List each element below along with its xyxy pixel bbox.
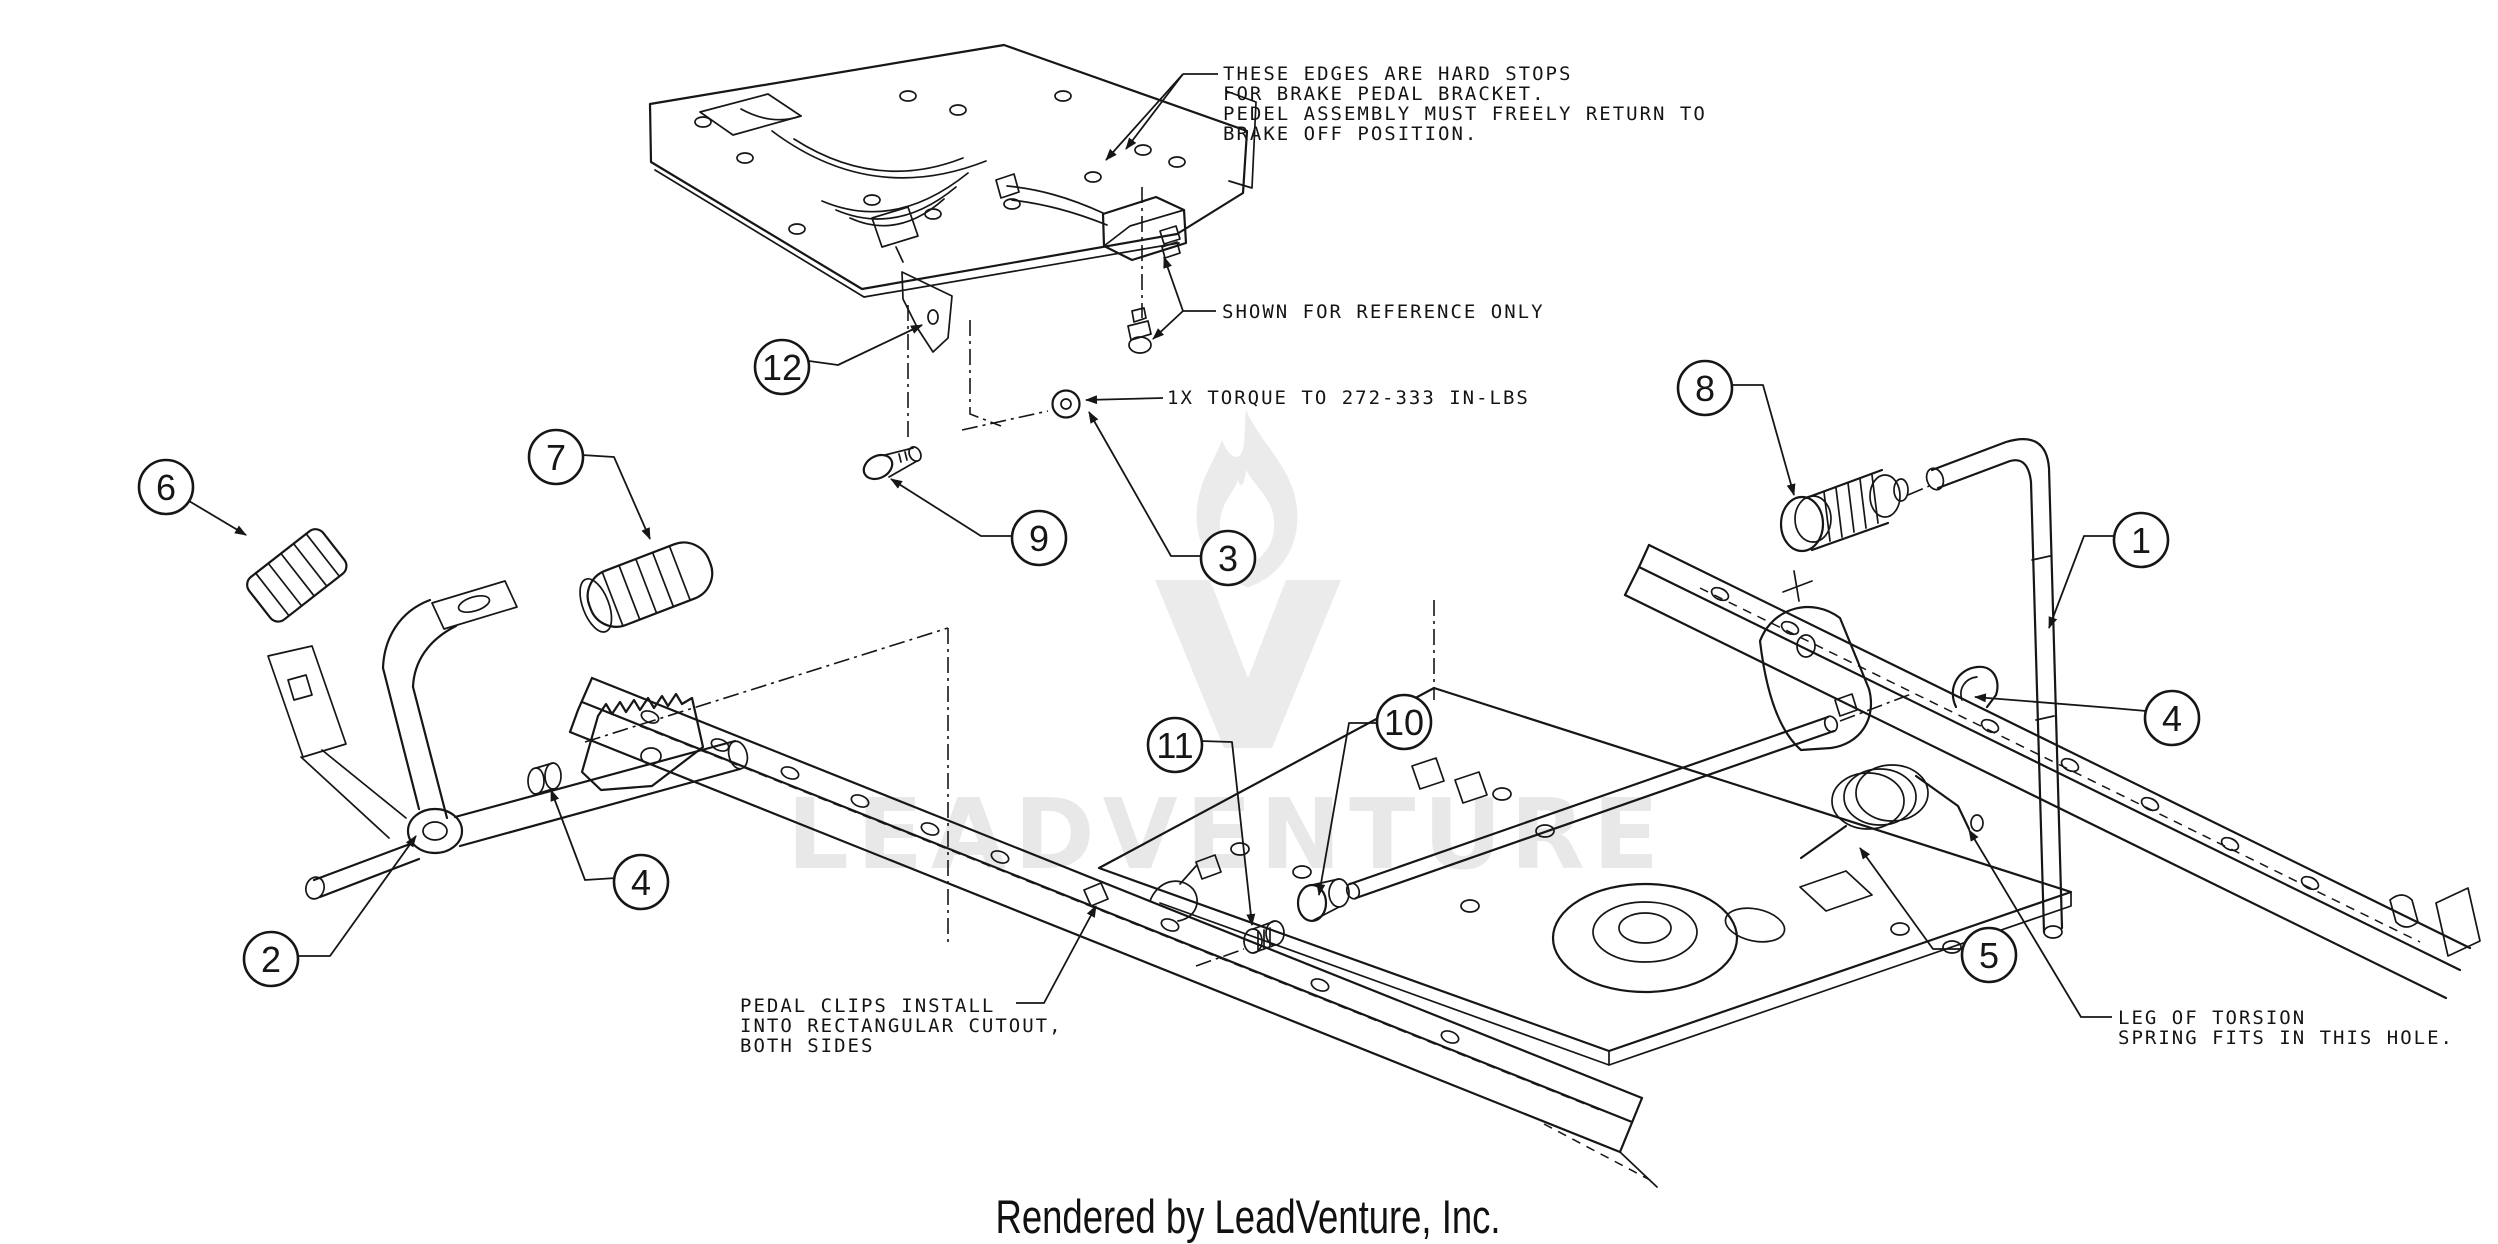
svg-text:11: 11 [1156,725,1193,766]
torque-note: 1X TORQUE TO 272-333 IN-LBS [1167,387,1530,409]
watermark-v-inner [1214,580,1282,664]
hard-stop-slot [771,130,987,179]
leader-3 [1088,411,1203,557]
spring-hub-part-8 [1779,468,1935,553]
clip-part-4 [1951,665,1999,709]
bushing-part-11 [1243,920,1285,954]
leader-8 [1731,384,1796,496]
svg-text:6: 6 [156,467,176,508]
svg-text:INTO RECTANGULAR CUTOUT,: INTO RECTANGULAR CUTOUT, [740,1015,1063,1037]
pedal-pad-part-6 [246,528,348,623]
callout-1[interactable]: 1 [2112,511,2170,569]
leader-torsion-note [1968,829,2112,1018]
brake-pedal-rod-part-1 [1925,438,2064,939]
hard-stop-bracket [901,271,953,353]
svg-text:PEDAL CLIPS INSTALL: PEDAL CLIPS INSTALL [740,995,995,1017]
pedal-pad-part-7 [579,541,714,633]
annotation-notes: THESE EDGES ARE HARD STOPS FOR BRAKE PED… [740,63,2454,1057]
callout-9[interactable]: 9 [1010,509,1068,567]
plate-holes [694,90,1186,235]
leader-10 [1316,722,1378,896]
cross-shaft [1195,692,1915,967]
svg-text:2: 2 [261,939,281,980]
callout-11[interactable]: 11 [1146,716,1204,774]
torsion-spring-part-5 [1799,764,1971,860]
return-spring-arcs [821,172,969,213]
callout-4-left[interactable]: 4 [612,853,670,911]
svg-text:BOTH SIDES: BOTH SIDES [740,1035,874,1057]
bushing-part-10 [1296,878,1350,923]
clevis-link [431,580,518,630]
svg-text:4: 4 [2162,698,2182,739]
svg-text:LEG OF TORSION: LEG OF TORSION [2118,1007,2306,1029]
svg-text:FOR BRAKE PEDAL BRACKET.: FOR BRAKE PEDAL BRACKET. [1223,83,1546,105]
svg-text:SHOWN FOR REFERENCE ONLY: SHOWN FOR REFERENCE ONLY [1222,301,1545,323]
leader-5 [1859,847,1963,950]
svg-text:1X TORQUE TO 272-333 IN-LBS: 1X TORQUE TO 272-333 IN-LBS [1167,387,1530,409]
leader-6 [188,500,247,536]
reference-switch [995,173,1188,262]
svg-text:10: 10 [1384,702,1424,743]
leader-9 [890,478,1013,537]
callout-7[interactable]: 7 [527,428,585,486]
plate-holes [1230,787,1962,954]
callout-8[interactable]: 8 [1676,359,1734,417]
detail-boundary [584,627,949,945]
pedal-clips-note: PEDAL CLIPS INSTALL INTO RECTANGULAR CUT… [740,995,1063,1057]
hard-stops-note: THESE EDGES ARE HARD STOPS FOR BRAKE PED… [1223,63,1707,145]
left-frame-rail [568,676,1658,1188]
rail-holes [1710,586,2320,891]
svg-text:3: 3 [1218,538,1238,579]
svg-text:BRAKE OFF POSITION.: BRAKE OFF POSITION. [1223,123,1478,145]
callout-10[interactable]: 10 [1375,693,1433,751]
leader-lines [188,73,2147,1018]
svg-text:THESE EDGES ARE HARD STOPS: THESE EDGES ARE HARD STOPS [1223,63,1572,85]
reference-stud [1127,307,1152,354]
torsion-spring-note: LEG OF TORSION SPRING FITS IN THIS HOLE. [2118,1007,2454,1049]
leader-11 [1200,740,1256,926]
pedal-assembly-part-2 [246,528,749,900]
callout-5[interactable]: 5 [1960,926,2018,984]
shaft-collar [527,762,562,795]
leader-7 [581,454,651,540]
top-mounting-plate [648,43,1257,481]
svg-text:9: 9 [1029,518,1049,559]
shoulder-bolt-part-9 [862,446,922,481]
renderer-credit: Rendered by LeadVenture, Inc. [996,1190,1501,1243]
svg-text:PEDEL ASSEMBLY MUST FREELY RET: PEDEL ASSEMBLY MUST FREELY RETURN TO [1223,103,1707,125]
watermark-v-icon [1155,580,1341,748]
transaxle-plate [1097,600,2073,1066]
callout-4-right[interactable]: 4 [2143,689,2201,747]
leader-4-left [550,789,617,881]
callout-12[interactable]: 12 [753,338,811,396]
leader-pedal-clips [1016,905,1097,1004]
svg-text:5: 5 [1979,935,1999,976]
svg-text:SPRING FITS IN THIS HOLE.: SPRING FITS IN THIS HOLE. [2118,1027,2454,1049]
callout-3[interactable]: 3 [1199,529,1257,587]
svg-text:7: 7 [546,437,566,478]
callout-balloons: 12 9 3 8 1 4 6 7 [137,338,2201,988]
washer-part-3 [1051,389,1081,419]
reference-note: SHOWN FOR REFERENCE ONLY [1222,301,1545,323]
leader-12 [808,324,923,366]
leader-1 [2048,535,2115,629]
pedal-bracket-arm [1758,570,1873,752]
svg-text:8: 8 [1695,368,1715,409]
leader-torque [1085,395,1164,405]
callout-2[interactable]: 2 [242,930,300,988]
leader-2 [297,835,417,957]
svg-text:12: 12 [762,347,802,388]
svg-text:4: 4 [631,862,651,903]
torsion-spring-hole [1970,814,1984,832]
callout-6[interactable]: 6 [137,458,195,516]
leader-4-right [1974,693,2147,712]
svg-text:1: 1 [2131,520,2151,561]
rail-holes [640,710,1460,1044]
